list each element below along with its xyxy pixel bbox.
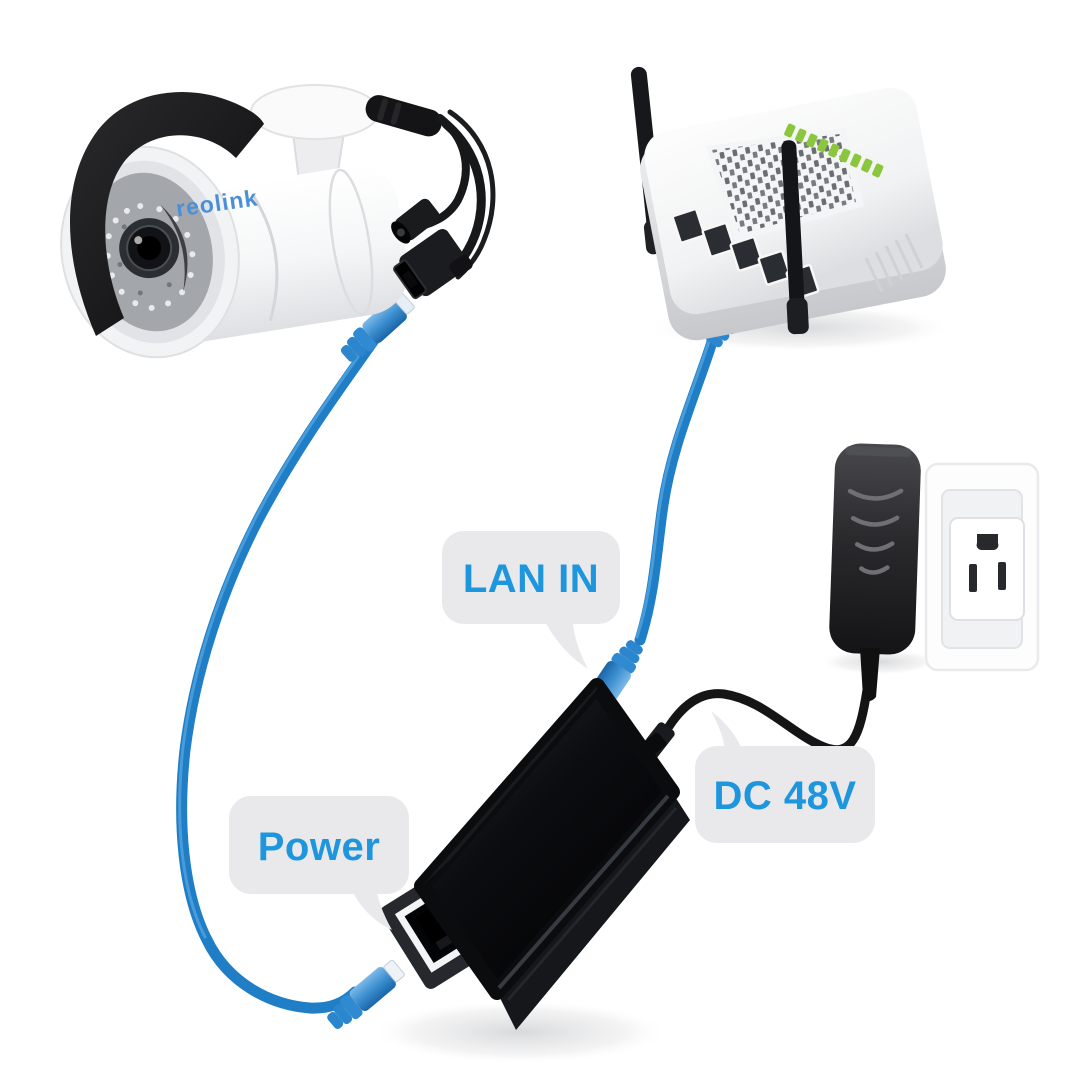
poe-injector [380, 678, 690, 1030]
label-dc-48v: DC 48V [713, 774, 856, 818]
bubble-power [229, 796, 409, 894]
router-ports [671, 207, 820, 300]
injector-sheen [422, 686, 597, 886]
router-port-lan2 [729, 235, 764, 272]
label-power: Power [258, 825, 381, 869]
router-port-wan [671, 207, 706, 244]
wifi-router [630, 66, 946, 341]
callout-power: Power [229, 796, 409, 930]
outlet-receptacle [949, 517, 1025, 621]
rj45-plug-camera-end [340, 292, 415, 362]
bubble-power-tail [348, 876, 392, 930]
bubble-dc-48v [695, 746, 875, 843]
label-lan-in: LAN IN [463, 557, 599, 601]
adapter-shadow [820, 649, 940, 675]
outlet-slot-right [998, 562, 1006, 590]
callout-dc-48v: DC 48V [695, 711, 875, 843]
security-camera: reolink [60, 84, 496, 359]
router-side-vents [864, 233, 924, 293]
adapter-wave-marks [847, 488, 904, 575]
injector-shadow [370, 1000, 670, 1064]
outlet-slot-left [969, 564, 977, 592]
camera-reset-connector [449, 254, 473, 277]
router-port-lan3 [757, 249, 792, 286]
wall-outlet [924, 462, 1040, 672]
adapter-strain-relief [860, 648, 880, 701]
camera-rj45-coupler [393, 228, 469, 300]
cable-path [663, 685, 872, 755]
bubble-dc-48v-tail [711, 711, 744, 760]
callout-lan-in: LAN IN [442, 531, 620, 669]
camera-dc-jack [391, 198, 440, 244]
router-led-strip [784, 123, 884, 178]
router-antenna-right [781, 140, 809, 335]
cable-highlight [635, 339, 711, 639]
camera-ir-leds [104, 203, 196, 311]
cable-highlight [178, 325, 381, 939]
power-adapter [829, 443, 921, 701]
injector-edge-shade [506, 807, 678, 1001]
rj45-plug-injector-power-end [327, 959, 405, 1029]
camera-pigtail [365, 95, 496, 300]
bubble-lan-in-tail [540, 606, 588, 669]
ethernet-cable-camera-to-injector [176, 292, 415, 1029]
router-port-lan1 [701, 221, 736, 258]
cable-path [176, 324, 387, 1014]
cable-path [634, 336, 718, 646]
camera-bracket-cap [250, 84, 380, 140]
injector-dc-input [636, 732, 667, 761]
camera-hood [70, 92, 264, 336]
injector-side-face [497, 792, 690, 1030]
bubble-lan-in [442, 531, 620, 624]
outlet-ground-hole [976, 534, 999, 551]
injector-edge-highlight [497, 794, 670, 990]
